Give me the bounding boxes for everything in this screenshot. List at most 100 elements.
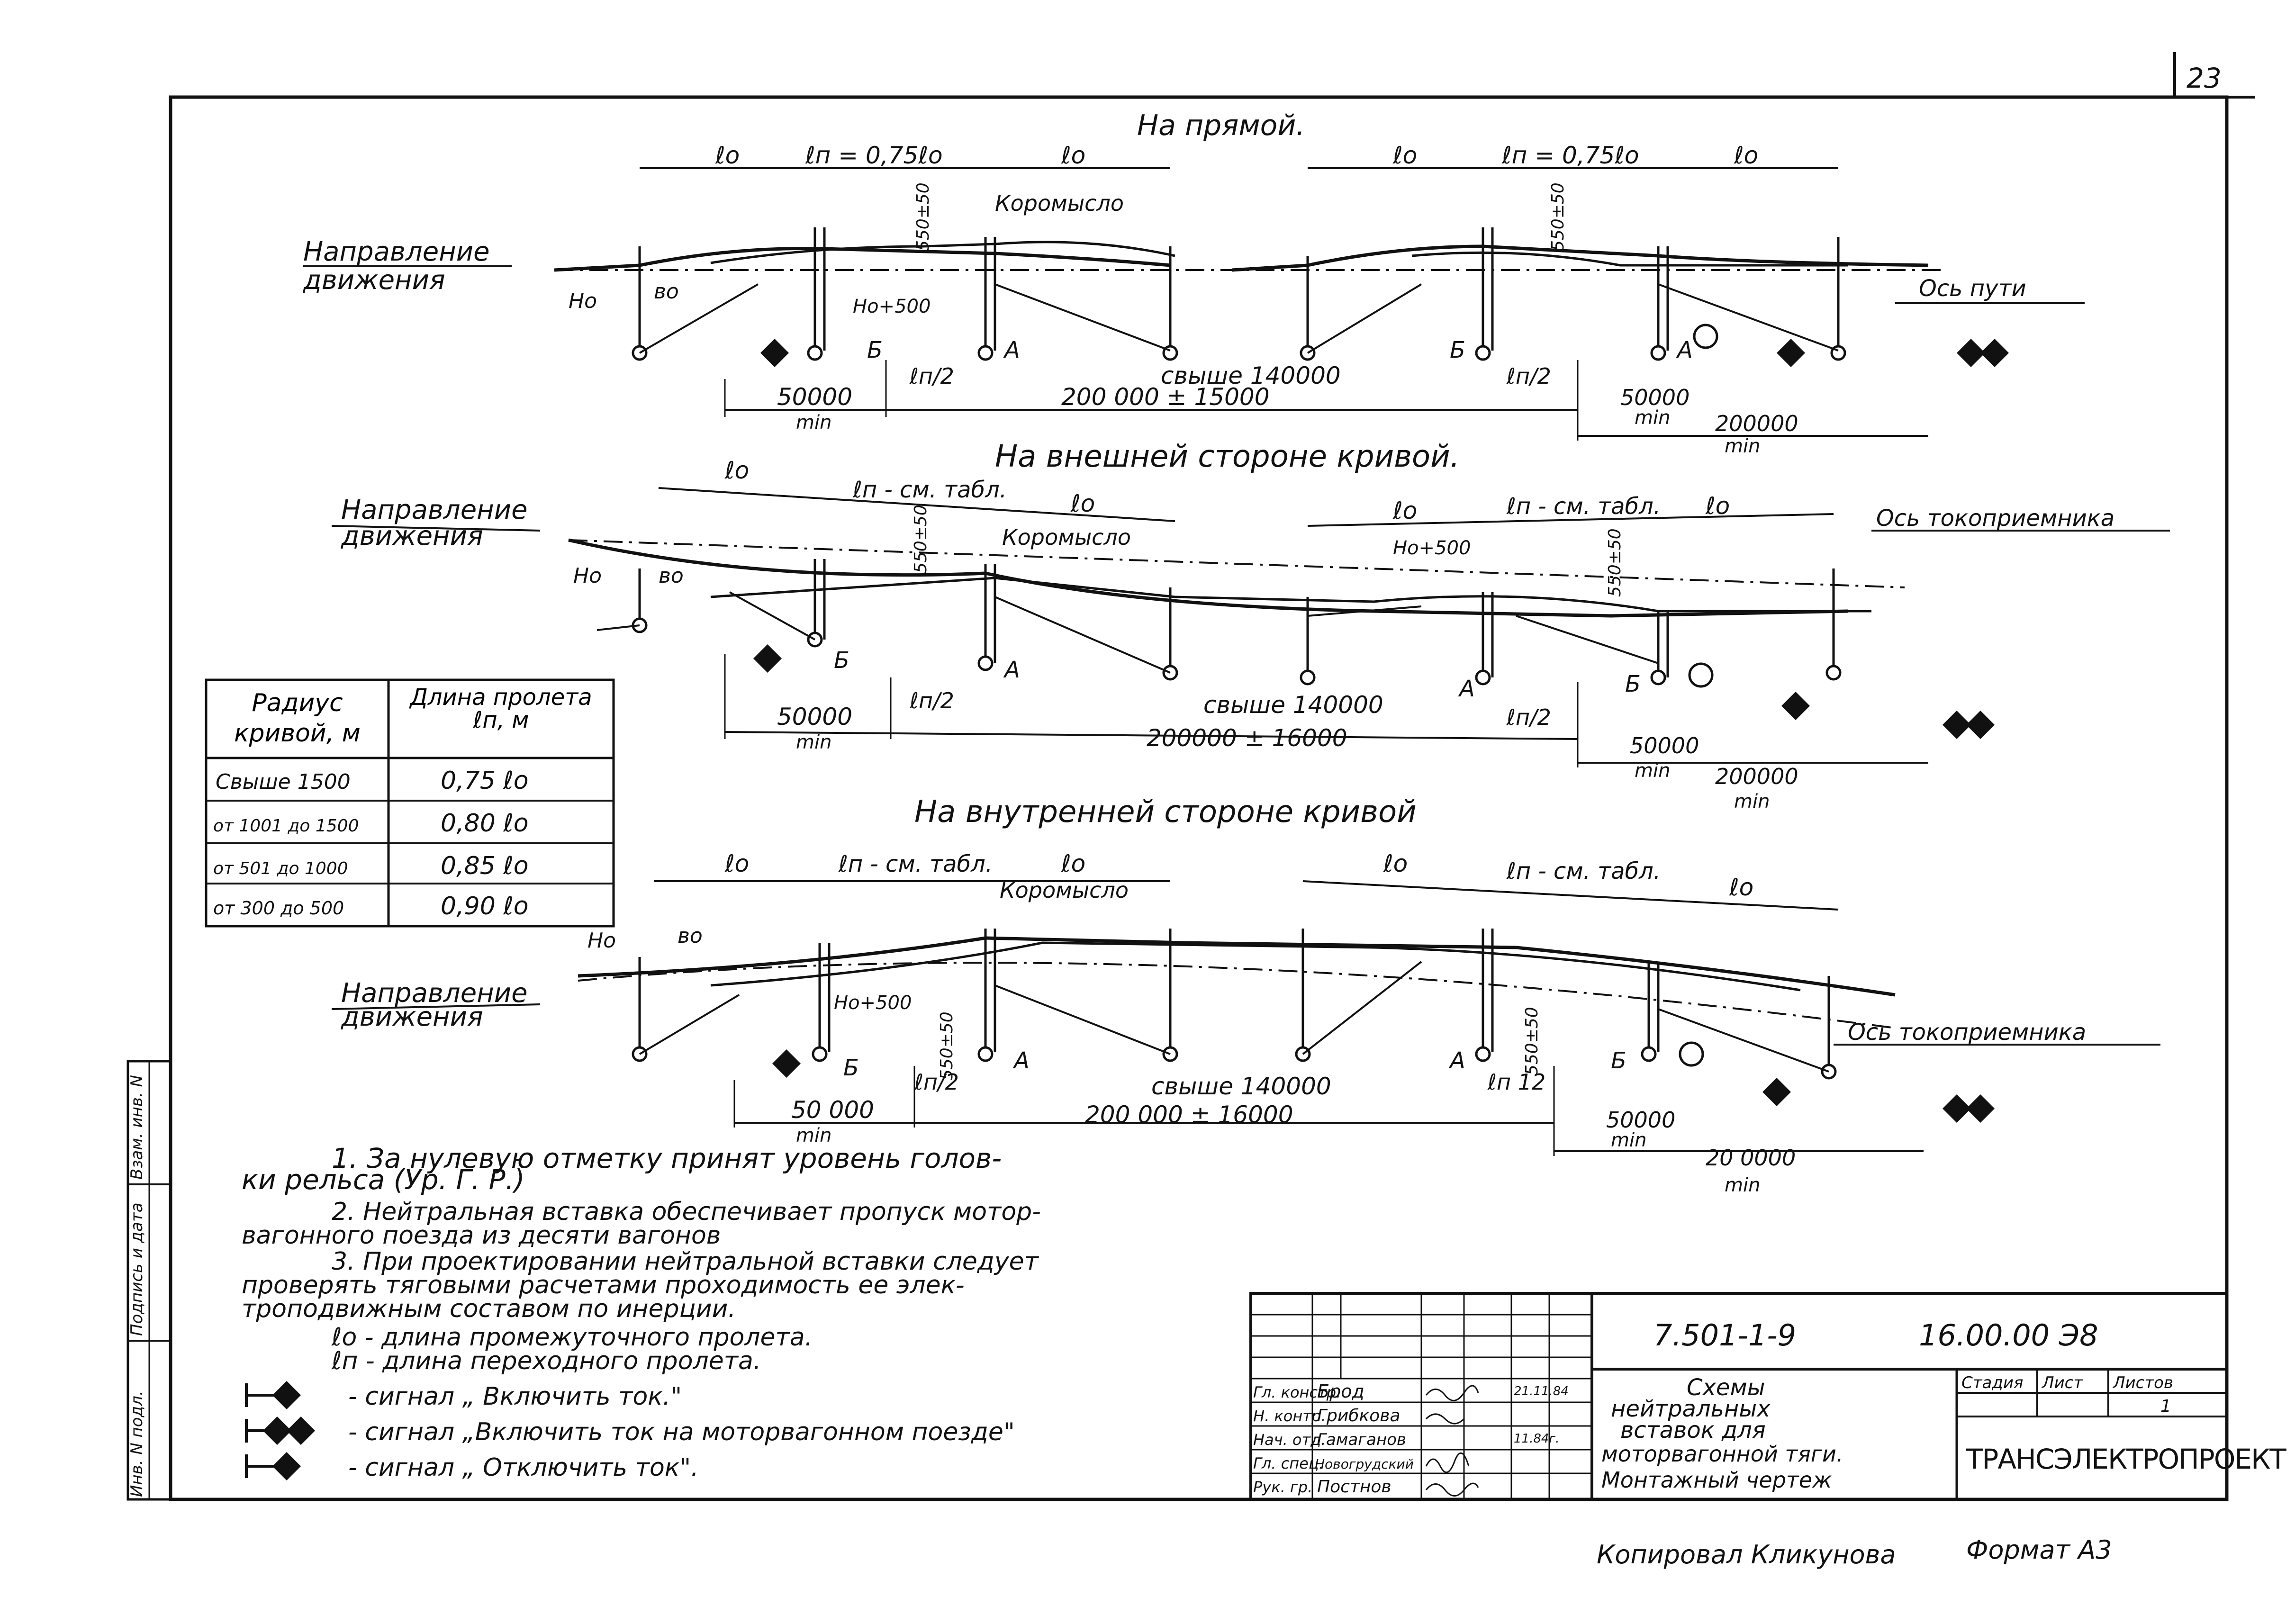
section-1-wire-1b xyxy=(710,241,1175,264)
section-1-bdim-3: 200 000 ± 15000 xyxy=(1061,383,1270,411)
section-3-bdim-5: ℓп/2 xyxy=(914,1069,959,1095)
legend-text-1: - сигнал „ Включить ток." xyxy=(348,1382,682,1411)
note-line-1: 1. За нулевую отметку принят уровень гол… xyxy=(332,1142,1002,1174)
section-1-bdim-2: min xyxy=(796,412,831,433)
section-2-bdim-7: 50000 xyxy=(1630,733,1699,758)
tb-stage-header: Стадия xyxy=(1961,1373,2023,1392)
table-r1-c1: Свыше 1500 xyxy=(216,770,351,794)
section-2-bdim-10: min xyxy=(1734,791,1770,812)
section-1-label-550-a: 550±50 xyxy=(913,182,933,251)
tb-role-1: Гл. констр. xyxy=(1253,1383,1341,1401)
section-3-bdim-6: ℓп 12 xyxy=(1487,1069,1545,1095)
tb-sheet-code: 16.00.00 Э8 xyxy=(1919,1318,2098,1353)
section-2-direction-1: Направление xyxy=(341,495,528,525)
legend-signal-off-icon xyxy=(245,1452,301,1480)
footer-format: Формат А3 xyxy=(1966,1535,2112,1565)
section-3-bdim-3: 200 000 ± 16000 xyxy=(1085,1101,1293,1128)
section-3-dim-5: ℓп - см. табл. xyxy=(1506,858,1661,884)
section-3-track-axis xyxy=(578,962,1896,1029)
section-3-top-dim-right xyxy=(1302,880,1839,911)
section-3-label-550-b: 550±50 xyxy=(1522,1007,1542,1075)
footer-copied: Копировал Кликунова xyxy=(1597,1540,1896,1570)
section-1-label-550-b: 550±50 xyxy=(1548,182,1568,251)
section-3-label-550-a: 550±50 xyxy=(937,1011,957,1080)
section-2-bdim-4: свыше 140000 xyxy=(1203,691,1383,719)
page-number: 23 xyxy=(2187,62,2222,94)
section-3-bdim-9: 20 0000 xyxy=(1706,1145,1796,1171)
section-3-label-rocker: Коромысло xyxy=(1000,877,1129,903)
section-1-direction-1: Направление xyxy=(303,236,490,267)
section-outer-curve: На внешней стороне кривой. Направление д… xyxy=(331,439,2170,812)
signatures xyxy=(1425,1385,1479,1497)
section-2-bdim-6: ℓп/2 xyxy=(1506,704,1551,730)
section-1-bdim-7: 50000 xyxy=(1620,385,1690,410)
section-2-bdim-5: ℓп/2 xyxy=(909,688,954,713)
section-2-label-a1: А xyxy=(1003,657,1020,683)
tb-title-5: Монтажный чертеж xyxy=(1601,1467,1832,1493)
table-r2-c2: 0,80 ℓo xyxy=(441,809,529,838)
section-2-dim-3: ℓo xyxy=(1070,490,1095,517)
section-1-bdim-1: 50000 xyxy=(777,383,852,411)
table-r4-c1: от 300 до 500 xyxy=(213,898,344,919)
table-r3-c1: от 501 до 1000 xyxy=(213,859,348,878)
radius-table: Радиус кривой, м Длина пролета ℓп, м Свы… xyxy=(205,678,615,928)
section-1-axis-label: Ось пути xyxy=(1919,275,2026,302)
section-2-top-dim-left xyxy=(658,487,1175,522)
tb-sheets-header: Листов xyxy=(2112,1373,2173,1392)
section-2-dim-2: ℓп - см. табл. xyxy=(852,477,1007,503)
section-1-wire-1 xyxy=(554,246,1171,272)
note-line-8: ℓo - длина промежуточного пролета. xyxy=(331,1323,813,1352)
section-1-title: На прямой. xyxy=(1137,109,1305,142)
section-1-bdim-9: 200000 xyxy=(1715,411,1798,436)
table-header-length: Длина пролета ℓп, м xyxy=(410,684,592,733)
section-1-label-vo: вo xyxy=(654,280,679,304)
table-header-radius: Радиус кривой, м xyxy=(234,689,361,748)
tb-title-2: нейтральных xyxy=(1611,1396,1771,1422)
section-3-wire-1 xyxy=(578,936,1896,997)
tb-name-5: Постнов xyxy=(1317,1477,1391,1497)
section-2-label-ho: Ho xyxy=(573,564,602,588)
section-2-label-ho500: Ho+500 xyxy=(1393,537,1471,559)
section-1-label-rocker: Коромысло xyxy=(995,190,1124,216)
section-3-label-ho500: Ho+500 xyxy=(834,992,912,1014)
note-line-9: ℓп - длина переходного пролета. xyxy=(331,1347,761,1375)
section-3-label-b1: Б xyxy=(843,1055,859,1081)
stamp-sign-label: Подпись и дата xyxy=(127,1202,146,1336)
section-3-bdim-7: 50000 xyxy=(1606,1107,1675,1133)
section-3-label-vo: вo xyxy=(678,924,703,948)
drawing-frame xyxy=(169,95,2229,1501)
notes: 1. За нулевую отметку принят уровень гол… xyxy=(242,1142,1041,1375)
section-2-bdim-1: 50000 xyxy=(777,703,852,731)
stamp-replace-label: Взам. инв. N xyxy=(127,1075,146,1180)
section-1-dim-5: ℓп = 0,75ℓo xyxy=(1501,142,1639,169)
section-1-dim-1: ℓo xyxy=(715,142,740,169)
tb-role-5: Рук. гр. xyxy=(1253,1478,1312,1496)
section-2-top-dim-right xyxy=(1307,513,1834,527)
tb-date-1: 21.11.84 xyxy=(1514,1384,1569,1398)
section-straight: На прямой. Направление движения Ось пути… xyxy=(303,109,2085,457)
table-r4-c2: 0,90 ℓo xyxy=(441,892,529,920)
section-2-label-a2: А xyxy=(1458,676,1475,702)
tb-role-4: Гл. спец. xyxy=(1253,1454,1324,1472)
section-2-bdim-9: 200000 xyxy=(1715,764,1798,789)
section-2-direction-2: движения xyxy=(341,521,483,551)
tb-name-4: Новогрудский xyxy=(1315,1456,1414,1472)
tb-date-2: 11.84г. xyxy=(1514,1432,1559,1446)
section-3-label-a2: А xyxy=(1448,1047,1465,1074)
section-2-title: На внешней стороне кривой. xyxy=(995,439,1460,474)
section-1-label-b2: Б xyxy=(1450,337,1465,363)
legend-signal-on-icon xyxy=(245,1381,301,1409)
section-3-dim-3: ℓo xyxy=(1061,850,1085,877)
note-line-5: 3. При проектировании нейтральной вставк… xyxy=(332,1247,1039,1276)
section-1-label-ho500: Ho+500 xyxy=(853,296,931,317)
section-1-bdim-5: ℓп/2 xyxy=(909,363,954,389)
section-1-bdim-6: ℓп/2 xyxy=(1506,363,1551,389)
title-block: Гл. констр. Н. контр. Нач. отд. Гл. спец… xyxy=(1249,1292,2287,1501)
tb-title-1: Схемы xyxy=(1687,1374,1765,1401)
section-2-wire-2 xyxy=(710,577,1871,613)
section-2-bottom-dim xyxy=(724,731,1578,740)
note-line-4: вагонного поезда из десяти вагонов xyxy=(242,1221,721,1250)
tb-organization: ТРАНСЭЛЕКТРОПРОЕКТ xyxy=(1966,1443,2286,1475)
table-r1-c2: 0,75 ℓo xyxy=(441,767,529,795)
